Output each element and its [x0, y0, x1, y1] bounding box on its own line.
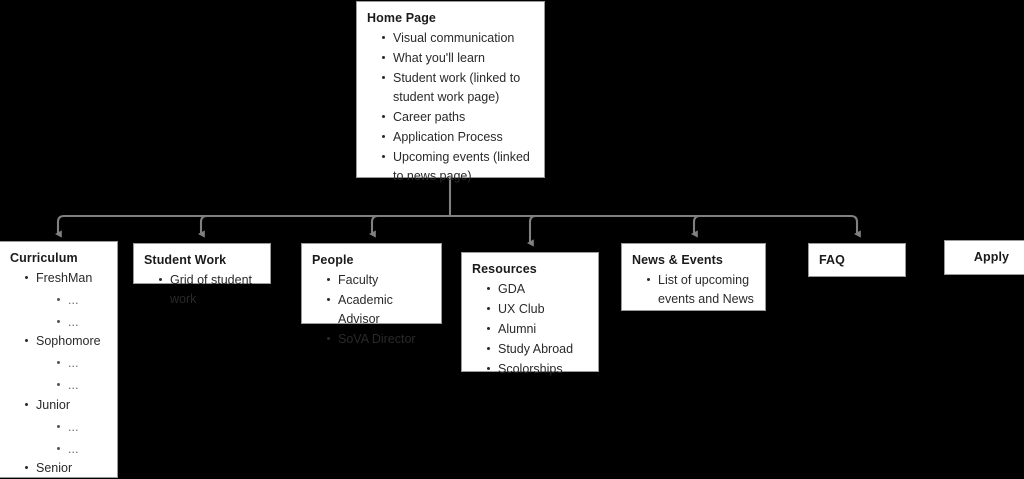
node-student-work[interactable]: Student Work Grid of student work [133, 243, 271, 306]
node-home-page-items: Visual communication What you'll learn S… [367, 29, 534, 186]
node-news-events-title: News & Events [632, 253, 723, 267]
list-item: Student work (linked to student work pag… [381, 69, 534, 107]
node-curriculum-items: FreshMan ... ... Sophomore ... ... Junio… [10, 269, 107, 479]
list-item: What you'll learn [381, 49, 534, 68]
node-people-items: Faculty Academic Advisor SoVA Director [312, 271, 431, 349]
list-item: Scolorships [486, 360, 588, 379]
list-item: Junior ... ... [24, 396, 107, 459]
sublist-item: ... [56, 291, 107, 310]
list-item: Upcoming events (linked to news page) [381, 148, 534, 186]
list-item: List of upcoming events and News [646, 271, 755, 309]
list-item: Study Abroad [486, 340, 588, 359]
node-student-work-title: Student Work [144, 253, 227, 267]
sublist-item: ... [56, 313, 107, 332]
list-item: Visual communication [381, 29, 534, 48]
node-curriculum[interactable]: Curriculum FreshMan ... ... Sophomore ..… [0, 241, 118, 478]
node-curriculum-title: Curriculum [10, 251, 78, 265]
list-item: GDA [486, 280, 588, 299]
connector-to-curriculum [55, 214, 65, 238]
node-student-work-items: Grid of student work [144, 271, 260, 309]
sublist-item: ... [56, 440, 107, 459]
list-item: SoVA Director [326, 330, 431, 349]
list-item: Application Process [381, 128, 534, 147]
node-home-page[interactable]: Home Page Visual communication What you'… [356, 1, 545, 183]
node-home-page-title: Home Page [367, 11, 436, 25]
node-apply-title: Apply [973, 250, 1010, 265]
node-resources-title: Resources [472, 262, 537, 276]
list-item: Sophomore ... ... [24, 332, 107, 395]
node-news-events[interactable]: News & Events List of upcoming events an… [621, 243, 766, 311]
node-news-events-items: List of upcoming events and News [632, 271, 755, 309]
list-item: Senior ... ... [24, 459, 107, 479]
connector-to-faq [850, 214, 861, 238]
sublist: ... ... [36, 418, 107, 459]
sublist: ... ... [36, 291, 107, 332]
node-faq[interactable]: FAQ [808, 243, 906, 277]
sublist-item: ... [56, 376, 107, 395]
list-item: Grid of student work [158, 271, 260, 309]
connector-to-people [369, 214, 379, 238]
node-people-title: People [312, 253, 354, 267]
node-resources[interactable]: Resources GDA UX Club Alumni Study Abroa… [461, 252, 599, 376]
list-item: Academic Advisor [326, 291, 431, 329]
list-item: Alumni [486, 320, 588, 339]
list-item: Faculty [326, 271, 431, 290]
sublist-item: ... [56, 354, 107, 373]
list-item: FreshMan ... ... [24, 269, 107, 332]
node-faq-title: FAQ [819, 253, 845, 267]
node-apply[interactable]: Apply [944, 240, 1024, 275]
list-item: Career paths [381, 108, 534, 127]
connector-to-news-events [691, 214, 701, 238]
connector-to-resources [527, 214, 537, 247]
node-people[interactable]: People Faculty Academic Advisor SoVA Dir… [301, 243, 442, 346]
node-resources-items: GDA UX Club Alumni Study Abroad Scolorsh… [472, 280, 588, 379]
list-item: UX Club [486, 300, 588, 319]
sublist-item: ... [56, 418, 107, 437]
connector-to-student-work [198, 214, 208, 238]
sublist: ... ... [36, 354, 107, 395]
